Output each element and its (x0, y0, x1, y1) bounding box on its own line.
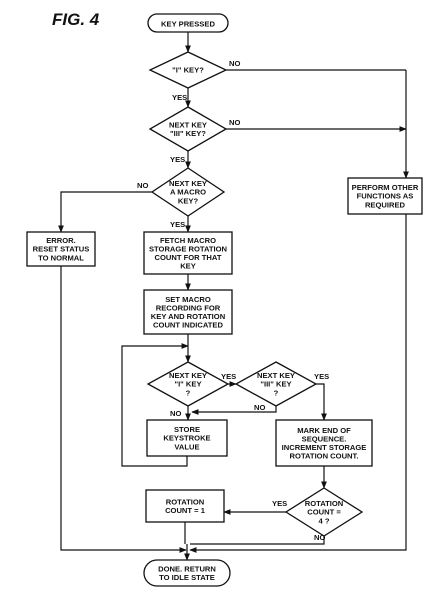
node-text-line: TO IDLE STATE (159, 573, 215, 582)
edge-label-next-i-yes: YES (221, 372, 236, 381)
edge-label-iii-yes: YES (170, 155, 185, 164)
node-text-line: STORE (174, 425, 200, 434)
node-text-line: SEQUENCE. (302, 434, 347, 443)
node-text-line: "I" KEY? (172, 66, 204, 75)
edge-label-iii-no: NO (229, 118, 240, 127)
edge-label-next-iii2-yes: YES (314, 372, 329, 381)
node-text-line: SET MACRO (165, 295, 211, 304)
node-text-line: NEXT KEY (169, 179, 207, 188)
node-text-line: KEY (180, 262, 196, 271)
node-text-line: COUNT INDICATED (153, 321, 223, 330)
edge-rotation-no (190, 536, 325, 545)
decision-next-key-iii: NEXT KEY"III" KEY? (148, 106, 228, 152)
node-text-line: KEYSTROKE (163, 434, 210, 443)
decision-next-key-i: NEXT KEY"I" KEY? (146, 361, 230, 407)
node-text-line: "III" KEY (260, 380, 291, 389)
node-text-line: STORAGE ROTATION (149, 244, 227, 253)
node-text-line: ROTATION (166, 497, 205, 506)
node-text-line: COUNT = 1 (165, 506, 206, 515)
node-text-line: VALUE (174, 442, 199, 451)
node-key-pressed: KEY PRESSED (147, 13, 229, 33)
edge-perform-to-done (189, 214, 407, 553)
node-text-line: MARK END OF (297, 426, 351, 435)
figure-label: FIG. 4 (52, 10, 100, 29)
node-text-line: RESET STATUS (33, 245, 90, 254)
node-text-line: ROTATION (305, 499, 344, 508)
node-text-line: DONE. RETURN (158, 564, 216, 573)
node-text-line: RECORDING FOR (156, 303, 221, 312)
edge-label-i-yes: YES (172, 93, 187, 102)
node-text-line: A MACRO (170, 188, 206, 197)
node-text-line: 4 ? (319, 516, 330, 525)
node-text-line: TO NORMAL (38, 253, 84, 262)
node-text-line: NEXT KEY (257, 371, 295, 380)
node-text-line: FETCH MACRO (160, 236, 216, 245)
node-text-line: KEY AND ROTATION (151, 312, 225, 321)
node-text-line: COUNT = (307, 508, 341, 517)
edge-next-iii2-no (191, 406, 277, 415)
node-text: NEXT KEY"III" KEY? (169, 120, 207, 138)
edge-label-next-iii2-no: NO (254, 403, 265, 412)
node-text-line: INCREMENT STORAGE (282, 443, 367, 452)
node-text-line: KEY PRESSED (161, 20, 215, 29)
node-text: KEY PRESSED (161, 20, 215, 29)
node-text-line: REQUIRED (365, 200, 406, 209)
node-text-line: NEXT KEY (169, 120, 207, 129)
edge-store-loop-back (121, 343, 189, 467)
node-text: "I" KEY? (172, 66, 204, 75)
edge-label-macro-no: NO (137, 181, 148, 190)
decision-i-key: "I" KEY? (148, 51, 228, 89)
node-text-line: ERROR. (46, 236, 76, 245)
node-text-line: COUNT FOR THAT (155, 253, 222, 262)
edge-next-iii2-yes (316, 383, 327, 421)
node-text-line: "I" KEY (174, 380, 201, 389)
node-text-line: ROTATION COUNT. (290, 452, 359, 461)
edge-label-rot-yes: YES (272, 499, 287, 508)
node-text-line: PERFORM OTHER (352, 183, 419, 192)
edge-label-rot-no: NO (314, 533, 325, 542)
node-text-line: FUNCTIONS AS (357, 192, 414, 201)
node-text: NEXT KEY"I" KEY? (169, 371, 207, 397)
node-text-line: ? (186, 388, 191, 397)
edge-error-to-done (60, 266, 187, 553)
edge-label-macro-yes: YES (170, 220, 185, 229)
edge-label-next-i-no: NO (170, 409, 181, 418)
node-text-line: KEY? (178, 196, 199, 205)
node-text-line: "III" KEY? (170, 129, 206, 138)
decision-next-key-iii-second: NEXT KEY"III" KEY? (234, 361, 318, 407)
edge-macro-no (58, 191, 152, 233)
edge-label-i-no: NO (229, 59, 240, 68)
node-text: NEXT KEY"III" KEY? (257, 371, 295, 397)
node-text-line: NEXT KEY (169, 371, 207, 380)
node-text-line: ? (274, 388, 279, 397)
